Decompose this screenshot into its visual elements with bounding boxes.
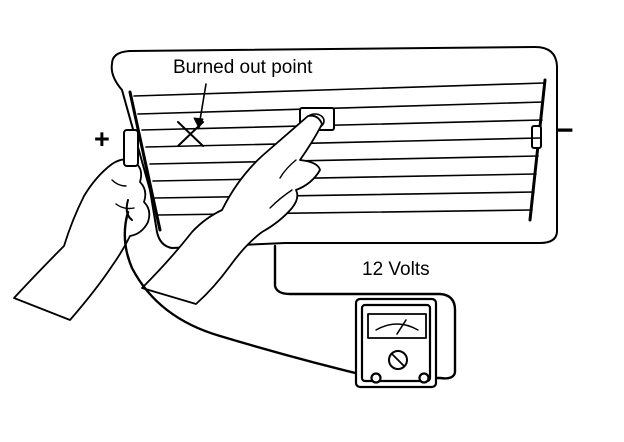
burned-out-point-label: Burned out point xyxy=(173,57,313,78)
meter-needle xyxy=(396,319,407,335)
rear-window-glass xyxy=(110,46,558,249)
defogger-grid xyxy=(133,82,545,216)
left-bus-bar xyxy=(128,90,162,232)
test-lead-positive xyxy=(123,210,378,380)
grid-line xyxy=(149,155,539,165)
grid-line xyxy=(152,173,537,182)
meter-scale xyxy=(375,323,419,331)
meter-dial-face xyxy=(367,313,427,339)
finger-crease xyxy=(115,203,135,210)
grid-line xyxy=(141,119,543,131)
voltage-label: 12 Volts xyxy=(362,259,430,280)
callout-arrowhead xyxy=(193,117,204,129)
grid-line xyxy=(154,191,535,199)
finger-crease xyxy=(111,179,127,187)
finger-crease xyxy=(269,189,293,209)
finger-crease xyxy=(279,159,297,179)
positive-terminal-clip xyxy=(123,129,139,167)
hand-pointing-probe xyxy=(141,114,323,305)
right-terminal xyxy=(531,125,542,149)
grid-line xyxy=(133,82,545,97)
voltmeter xyxy=(354,297,438,389)
hand-holding-probe xyxy=(13,158,151,321)
grid-line xyxy=(137,101,544,115)
positive-terminal-label: + xyxy=(94,124,110,154)
right-bus-bar xyxy=(528,78,547,222)
negative-terminal-label: − xyxy=(556,114,574,147)
positive-jack xyxy=(370,372,382,384)
negative-jack xyxy=(418,372,430,384)
grid-line xyxy=(145,137,541,148)
test-lead-negative xyxy=(273,244,457,380)
selector-knob-mark xyxy=(391,353,405,367)
